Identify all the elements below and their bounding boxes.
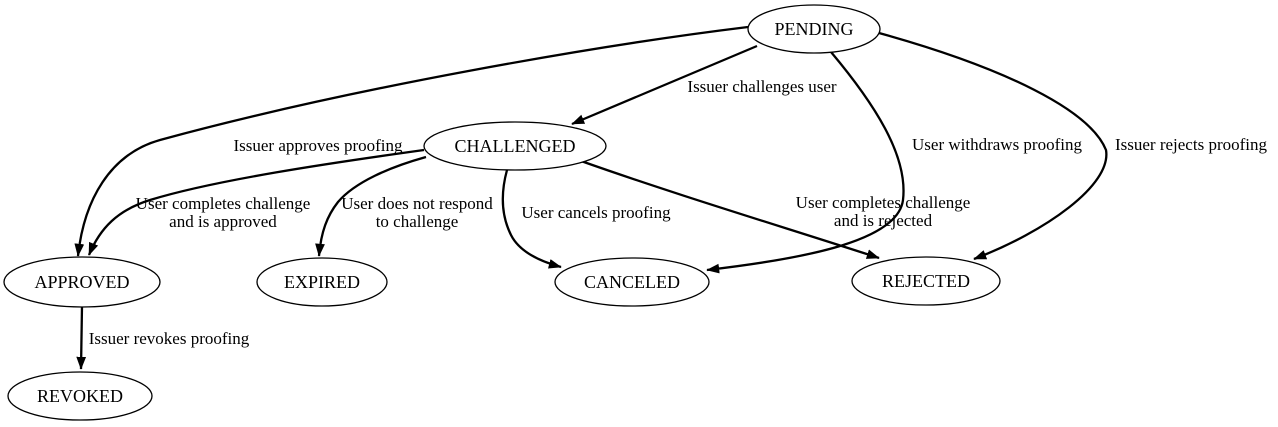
edge-approved-to-revoked: [76, 305, 87, 370]
edge-label-pending-to-approved: Issuer approves proofing: [233, 136, 403, 155]
edge-label-pending-to-canceled: User withdraws proofing: [912, 135, 1082, 154]
state-label-rejected: REJECTED: [882, 271, 970, 291]
edge-label-challenged-to-canceled: User cancels proofing: [521, 203, 671, 222]
state-node-expired: [256, 257, 388, 307]
state-label-pending: PENDING: [775, 19, 854, 39]
state-node-approved: [3, 256, 161, 308]
state-label-expired: EXPIRED: [284, 272, 360, 292]
state-node-canceled: [554, 257, 710, 307]
edge-pending-to-rejected: [878, 31, 1108, 261]
state-node-revoked: [7, 371, 153, 421]
edge-pending-to-approved: [74, 25, 749, 257]
edge-pending-to-challenged: [571, 44, 758, 126]
edge-challenged-to-rejected: [580, 159, 880, 260]
edge-label-approved-to-revoked: Issuer revokes proofing: [89, 329, 250, 348]
edge-label-pending-to-challenged: Issuer challenges user: [687, 77, 837, 96]
state-label-canceled: CANCELED: [584, 272, 680, 292]
state-node-pending: [747, 4, 881, 54]
nodes-layer: PENDING CHALLENGED APPROVED EXPIRED CANCELED…: [3, 4, 1001, 421]
edge-challenged-to-canceled: [501, 169, 562, 269]
state-label-revoked: REVOKED: [37, 386, 123, 406]
state-label-challenged: CHALLENGED: [455, 136, 576, 156]
state-node-challenged: [423, 121, 607, 171]
edge-challenged-to-approved: [87, 148, 425, 256]
edge-label-pending-to-rejected: Issuer rejects proofing: [1115, 135, 1268, 154]
edge-pending-to-canceled: [706, 51, 905, 274]
edge-challenged-to-expired: [315, 155, 427, 257]
state-label-approved: APPROVED: [34, 272, 129, 292]
state-node-rejected: [851, 256, 1001, 306]
